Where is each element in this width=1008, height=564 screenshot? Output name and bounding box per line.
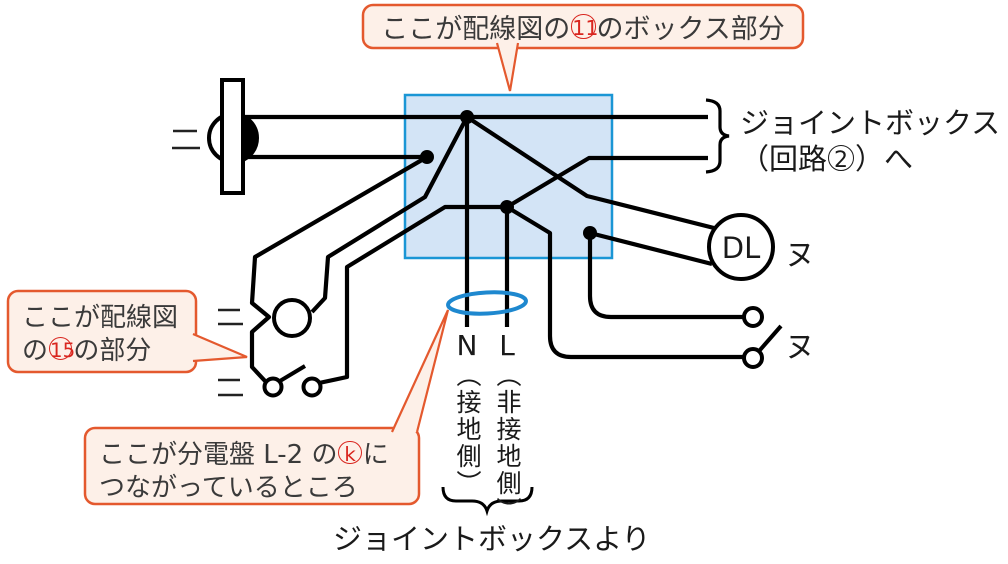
- n-wire-label: N: [456, 329, 478, 362]
- wire-to-switch-nu-upper: [587, 233, 744, 320]
- nu-switch-label: ヌ: [785, 330, 815, 365]
- joint-box-destination-line1: ジョイントボックス: [740, 100, 1000, 142]
- wire-to-dl-upper: [465, 115, 715, 231]
- wire-to-lamp-left: [249, 155, 429, 384]
- circled-11: 11: [571, 14, 599, 41]
- callout-part15-line1: ここが配線図: [22, 303, 179, 333]
- callout-panel-k: [83, 309, 450, 506]
- wire-to-lamp-right: [310, 116, 469, 314]
- junction-dot: [583, 226, 597, 240]
- connection-loop: [446, 290, 528, 316]
- callout-part15-tail: [192, 332, 248, 363]
- switch-contact: [262, 376, 284, 398]
- junction-dots: [420, 110, 597, 240]
- callout-part15-pre: の: [22, 336, 49, 366]
- l-wire-label: L: [499, 329, 515, 362]
- n-side-label: （接地側）: [453, 362, 482, 497]
- from-joint-box-label: ジョイントボックスより: [333, 522, 651, 556]
- wires: [243, 114, 744, 386]
- joint-box-brace: [705, 98, 730, 174]
- callout-part15-post: の部分: [73, 336, 152, 366]
- device15-symbol: [218, 298, 323, 398]
- junction-dot: [460, 110, 474, 124]
- switch-blade: [278, 364, 307, 383]
- switch-contact: [742, 347, 764, 369]
- callout-box11-tail: [495, 42, 520, 92]
- callout-panel-k-post: に: [362, 440, 389, 470]
- switch-blade: [758, 324, 783, 352]
- circuit2-pre: （回路: [740, 142, 828, 176]
- callout-box11-post: のボックス部分: [596, 14, 785, 45]
- wire-to-switch-nu-lower: [505, 205, 744, 360]
- l-side-label: （非接地側）: [493, 362, 522, 524]
- dl-downlight-symbol: [707, 213, 775, 281]
- callout-panel-k-line2: つながっているところ: [99, 473, 358, 503]
- dl-label: DL: [721, 231, 761, 265]
- callout-panel-k-pre: ここが分電盤 L-2 の: [99, 440, 338, 470]
- callout-panel-k-tail: [391, 309, 450, 433]
- nu-light-label: ヌ: [785, 238, 815, 273]
- circled-k: k: [338, 441, 362, 466]
- junction-dot: [420, 150, 434, 164]
- circled-2: 2: [828, 144, 855, 173]
- switch-contact: [742, 306, 764, 328]
- switch-contact: [301, 376, 323, 398]
- circled-15: 15: [49, 337, 76, 363]
- wire-to-joint-box-2: [505, 155, 708, 209]
- circuit2-post: ）へ: [855, 142, 914, 176]
- callout-box11-pre: ここが配線図の: [381, 14, 571, 45]
- switch-nu-symbol: [742, 306, 783, 369]
- junction-dot: [500, 200, 514, 214]
- joint-box-destination-text: ジョイントボックス: [740, 106, 1001, 140]
- underbrace: [441, 486, 534, 517]
- wire-to-dl-lower: [589, 230, 713, 267]
- lamp-symbol: [272, 298, 312, 338]
- outlet-symbol: [172, 78, 259, 195]
